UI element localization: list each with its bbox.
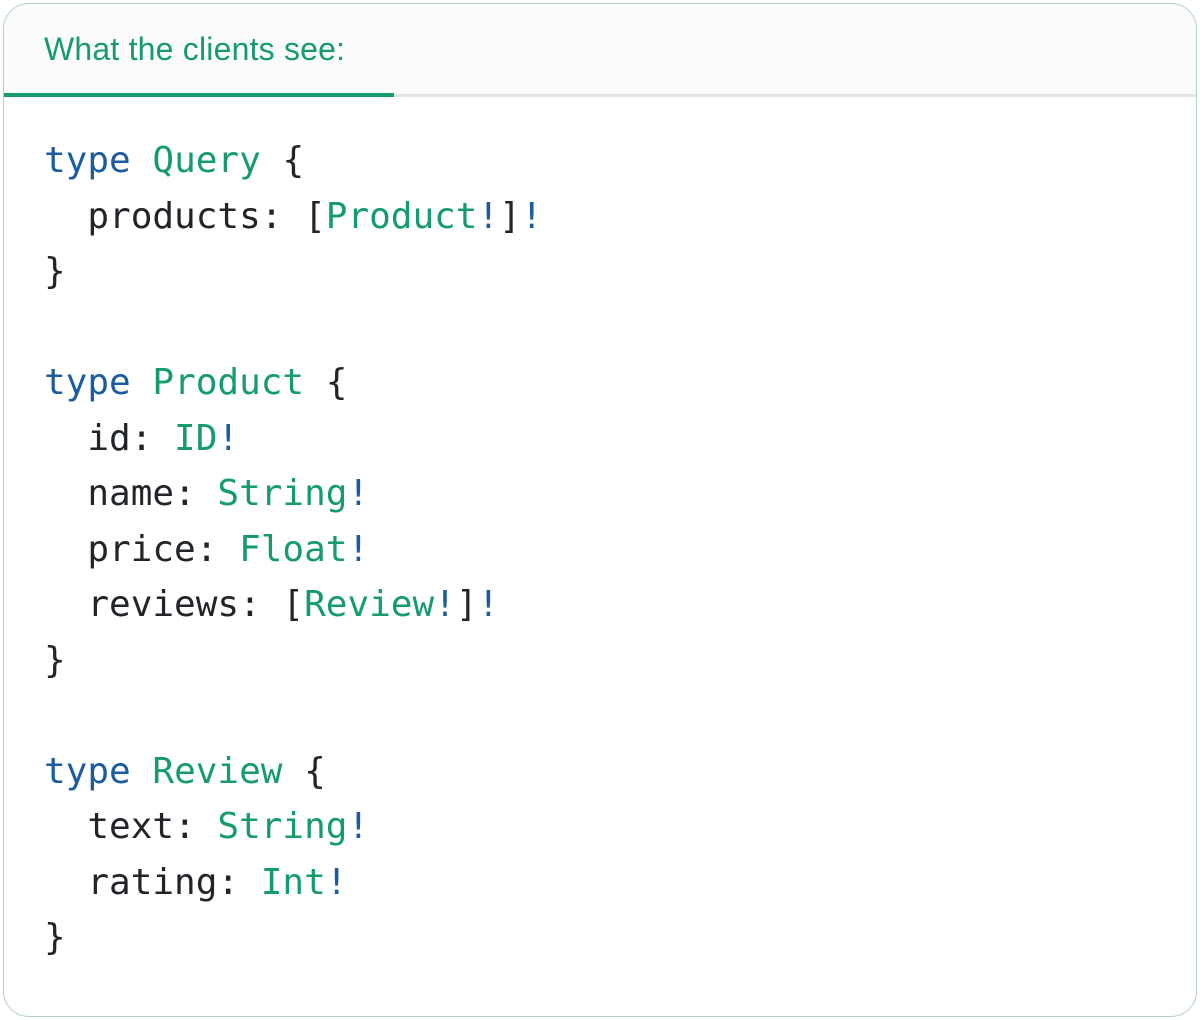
code-token-keyword: type	[44, 362, 131, 403]
code-line: }	[44, 910, 1156, 966]
code-token-plain: {	[260, 140, 305, 181]
code-token-bang: !	[347, 473, 370, 514]
code-token-type_name: Review	[304, 584, 435, 625]
code-token-bang: !	[477, 195, 500, 237]
code-line: name: String!	[44, 466, 1156, 522]
code-token-plain: }	[44, 251, 66, 292]
code-token-plain: }	[44, 917, 66, 958]
code-token-plain	[131, 140, 153, 181]
code-line: text: String!	[44, 799, 1156, 855]
code-token-plain: }	[44, 639, 66, 681]
tab-active-indicator	[4, 93, 394, 97]
code-line: type Product {	[44, 355, 1156, 411]
code-token-plain: id:	[44, 417, 175, 459]
code-line: price: Float!	[44, 522, 1156, 578]
code-line	[44, 688, 1156, 744]
code-token-plain: rating:	[44, 861, 261, 903]
code-token-plain: ]	[499, 195, 521, 237]
code-line: }	[44, 244, 1156, 300]
code-token-bang: !	[347, 528, 370, 570]
code-token-keyword: type	[44, 140, 131, 181]
code-line: }	[44, 633, 1156, 689]
code-token-plain: text:	[44, 806, 218, 847]
code-token-bang: !	[477, 584, 500, 625]
code-token-plain: {	[304, 362, 348, 403]
code-token-plain	[131, 362, 153, 403]
code-token-type_name: String	[217, 806, 348, 847]
code-line: products: [Product!]!	[44, 189, 1156, 245]
code-token-bang: !	[434, 584, 456, 625]
schema-card: What the clients see: type Query { produ…	[3, 3, 1197, 1017]
code-token-type_name: Int	[260, 861, 326, 903]
code-token-bang: !	[217, 417, 240, 459]
code-token-type_name: String	[217, 473, 348, 514]
code-token-type_name: Review	[152, 750, 283, 792]
code-line	[44, 300, 1156, 356]
code-token-type_name: Float	[239, 528, 348, 570]
code-token-plain: reviews: [	[44, 584, 305, 625]
code-token-bang: !	[520, 195, 543, 237]
tab-what-clients-see[interactable]: What the clients see:	[44, 30, 346, 67]
code-token-type_name: Product	[152, 362, 305, 403]
code-token-type_name: Query	[152, 140, 261, 181]
code-token-type_name: Product	[325, 195, 478, 237]
code-token-type_name: ID	[174, 417, 218, 459]
code-token-plain: price:	[44, 528, 240, 570]
code-line: type Review {	[44, 744, 1156, 800]
code-token-plain	[131, 751, 153, 792]
code-token-bang: !	[325, 861, 348, 903]
card-tab-bar: What the clients see:	[4, 4, 1196, 97]
code-token-plain: ]	[455, 584, 478, 625]
code-token-plain: products: [	[44, 195, 326, 237]
code-line: type Query {	[44, 133, 1156, 189]
graphql-code-block: type Query { products: [Product!]!} type…	[4, 97, 1196, 1006]
code-token-plain: name:	[44, 473, 218, 514]
code-line: id: ID!	[44, 411, 1156, 467]
code-token-keyword: type	[44, 750, 131, 792]
code-line: reviews: [Review!]!	[44, 577, 1156, 633]
code-line: rating: Int!	[44, 855, 1156, 911]
code-token-plain: {	[282, 750, 326, 792]
code-token-bang: !	[347, 806, 370, 847]
